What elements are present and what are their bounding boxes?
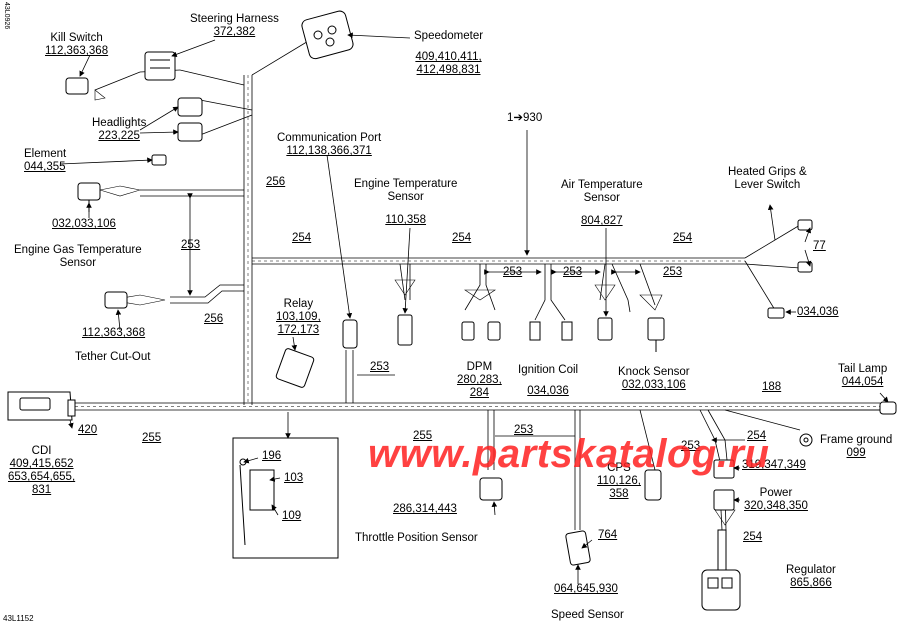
headlights-shape [177, 97, 203, 142]
harness-253-cps: 253 [681, 440, 701, 452]
harness-254-regulator: 254 [743, 531, 763, 543]
headlights-label: Headlights 223,225 [92, 117, 147, 142]
tail-lamp-shape [879, 401, 897, 415]
engine-temp-shape [397, 314, 413, 346]
frame-ground-shape [799, 433, 813, 447]
kill-switch-shape [65, 77, 89, 95]
fuse-ref-109: 109 [282, 510, 302, 522]
harness-253-b: 253 [563, 266, 583, 278]
engine-temp-label: Engine Temperature Sensor 110,358 [354, 178, 458, 226]
harness-253-tps: 253 [514, 424, 534, 436]
heated-grips-ref-034: 034,036 [797, 306, 839, 318]
speed-sensor-name: Speed Sensor [551, 609, 624, 621]
fuse-box [232, 437, 339, 559]
harness-254-c: 254 [673, 232, 693, 244]
tail-lamp-label: Tail Lamp 044,054 [838, 363, 888, 388]
power-shape [713, 489, 735, 511]
tether-refs: 112,363,368 [82, 327, 146, 339]
tether-shape [104, 291, 128, 309]
knock-sensor-label: Knock Sensor 032,033,106 [618, 366, 690, 391]
cdi-module [7, 391, 76, 421]
cps-shape [644, 469, 662, 501]
relay-label: Relay 103,109, 172,173 [276, 298, 321, 336]
harness-253-relay: 253 [370, 361, 390, 373]
element-label: Element 044,355 [24, 148, 67, 173]
reference-1-930: 1➔930 [507, 112, 543, 124]
speedometer-label: Speedometer 409,410,411, 412,498,831 [414, 30, 484, 76]
cdi-label: CDI 409,415,652 653,654,655, 831 [8, 445, 76, 496]
harness-256-mid: 256 [204, 313, 224, 325]
cps-label: CPS 110,126, 358 [597, 462, 641, 500]
fuse-ref-196: 196 [262, 450, 282, 462]
tps-name: Throttle Position Sensor [355, 532, 478, 544]
steering-harness-shape [144, 51, 176, 81]
harness-188: 188 [762, 381, 782, 393]
egt-refs: 032,033,106 [52, 218, 116, 230]
power-label: Power 320,348,350 [744, 487, 808, 512]
comm-port-label: Communication Port 112,138,366,371 [277, 132, 382, 157]
harness-253-a: 253 [503, 266, 523, 278]
tps-refs: 286,314,443 [393, 503, 457, 515]
harness-254-frame-ground: 254 [747, 430, 767, 442]
egt-sensor-shape [77, 182, 101, 212]
heated-grips-ref-77: 77 [813, 240, 826, 252]
element-shape [151, 154, 167, 166]
heated-grips-label: Heated Grips & Lever Switch [728, 166, 807, 191]
frame-ground-label: Frame ground 099 [820, 434, 893, 459]
harness-253-c: 253 [663, 266, 683, 278]
regulator-shape [701, 529, 741, 611]
figure-code-bottom: 43L1152 [3, 614, 34, 623]
harness-254-b: 254 [452, 232, 472, 244]
speed-sensor-shape [565, 530, 591, 566]
kill-switch-label: Kill Switch 112,363,368 [45, 32, 109, 57]
harness-255-b: 255 [413, 430, 433, 442]
fuse-ref-103: 103 [284, 472, 304, 484]
speedometer-shape [301, 10, 354, 60]
ign-coil-shape [529, 321, 573, 341]
harness-256-top: 256 [266, 176, 286, 188]
tps-shape [479, 477, 503, 501]
tether-name: Tether Cut-Out [75, 351, 151, 363]
watermark: www.partskatalog.ru [368, 432, 770, 476]
dpm-shape [461, 321, 501, 341]
connector-319-label: 319,347,349 [742, 459, 806, 471]
dpm-label: DPM 280,283, 284 [457, 361, 502, 399]
speed-sensor-refs: 064,645,930 [554, 583, 618, 595]
speed-sensor-ref-764: 764 [598, 529, 618, 541]
air-temp-shape [597, 317, 613, 341]
egt-name: Engine Gas Temperature Sensor [14, 244, 142, 269]
air-temp-label: Air Temperature Sensor 804,827 [561, 179, 643, 227]
harness-253-left: 253 [181, 239, 201, 251]
comm-port-shape [342, 319, 358, 349]
steering-harness-label: Steering Harness 372,382 [190, 13, 279, 38]
ignition-coil-label: Ignition Coil 034,036 [518, 364, 579, 397]
harness-255-a: 255 [142, 432, 162, 444]
regulator-label: Regulator 865,866 [786, 564, 836, 589]
harness-254-a: 254 [292, 232, 312, 244]
knock-sensor-shape [647, 317, 665, 352]
relay-shape [275, 348, 315, 388]
cdi-ref-420: 420 [78, 424, 98, 436]
figure-code-top: 43L0926 [3, 2, 10, 30]
